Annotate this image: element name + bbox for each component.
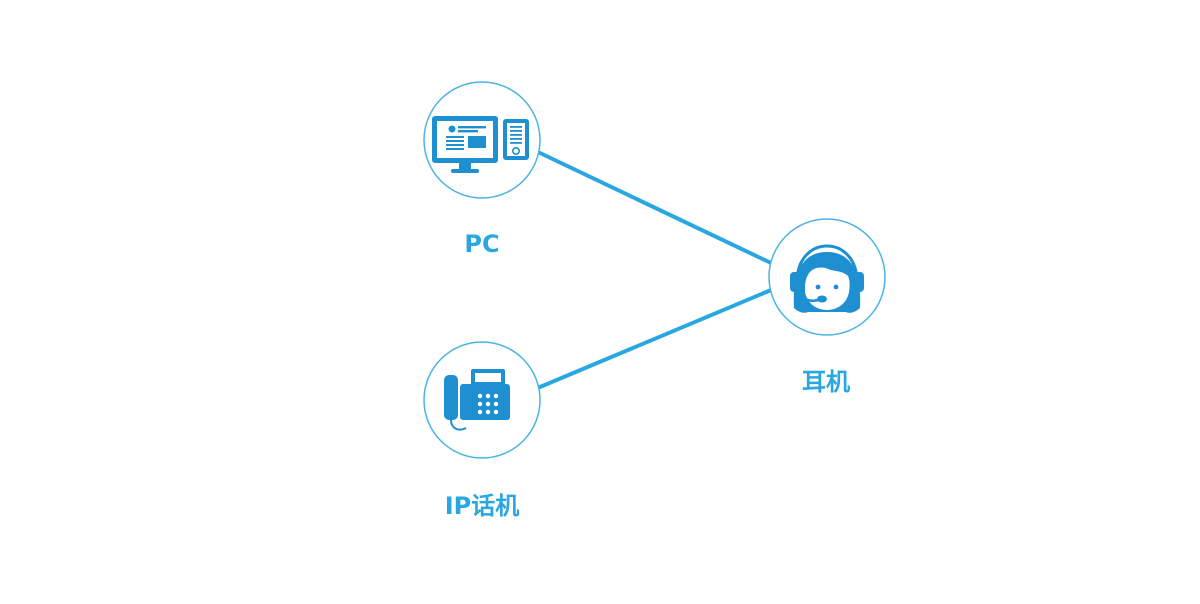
edge-ipphone-headset <box>538 288 773 389</box>
desk-phone-icon <box>444 369 510 431</box>
node-ip-phone <box>423 341 541 459</box>
headset-agent-icon <box>790 244 864 313</box>
node-ip-phone-label: IP话机 <box>444 492 520 520</box>
node-pc <box>423 81 541 199</box>
node-pc-label: PC <box>464 230 500 258</box>
desktop-computer-icon <box>432 116 529 173</box>
edge-pc-headset <box>538 151 773 265</box>
node-headset <box>768 218 886 336</box>
node-headset-label: 耳机 <box>802 368 850 396</box>
